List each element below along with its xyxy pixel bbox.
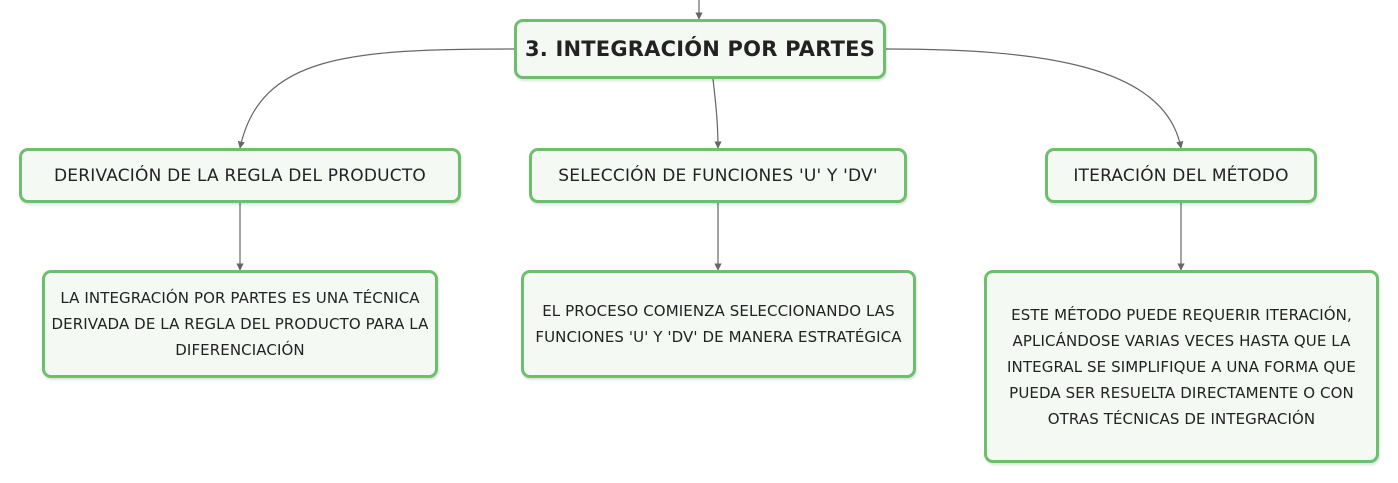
connector-root-to-branch-2 xyxy=(712,78,722,149)
connector-root-to-branch-1 xyxy=(237,48,515,149)
detail-text: EL PROCESO COMIENZA SELECCIONANDO LAS FU… xyxy=(535,302,902,346)
branch-node-derivacion[interactable]: DERIVACIÓN DE LA REGLA DEL PRODUCTO xyxy=(19,148,461,203)
branch-node-seleccion[interactable]: SELECCIÓN DE FUNCIONES 'U' Y 'DV' xyxy=(529,148,907,203)
branch-label: ITERACIÓN DEL MÉTODO xyxy=(1073,165,1289,186)
branch-label: DERIVACIÓN DE LA REGLA DEL PRODUCTO xyxy=(54,165,426,186)
connector-root-to-branch-3 xyxy=(885,48,1184,149)
detail-node-iteracion[interactable]: ESTE MÉTODO PUEDE REQUERIR ITERACIÓN, AP… xyxy=(984,270,1379,463)
branch-label: SELECCIÓN DE FUNCIONES 'U' Y 'DV' xyxy=(558,165,878,186)
detail-node-derivacion[interactable]: LA INTEGRACIÓN POR PARTES ES UNA TÉCNICA… xyxy=(42,270,438,378)
detail-node-seleccion[interactable]: EL PROCESO COMIENZA SELECCIONANDO LAS FU… xyxy=(521,270,916,378)
detail-text: LA INTEGRACIÓN POR PARTES ES UNA TÉCNICA… xyxy=(51,289,429,359)
detail-text: ESTE MÉTODO PUEDE REQUERIR ITERACIÓN, AP… xyxy=(1007,305,1356,428)
root-topic-label: 3. INTEGRACIÓN POR PARTES xyxy=(524,37,876,61)
branch-node-iteracion[interactable]: ITERACIÓN DEL MÉTODO xyxy=(1045,148,1317,203)
root-topic-node[interactable]: 3. INTEGRACIÓN POR PARTES xyxy=(514,19,886,79)
